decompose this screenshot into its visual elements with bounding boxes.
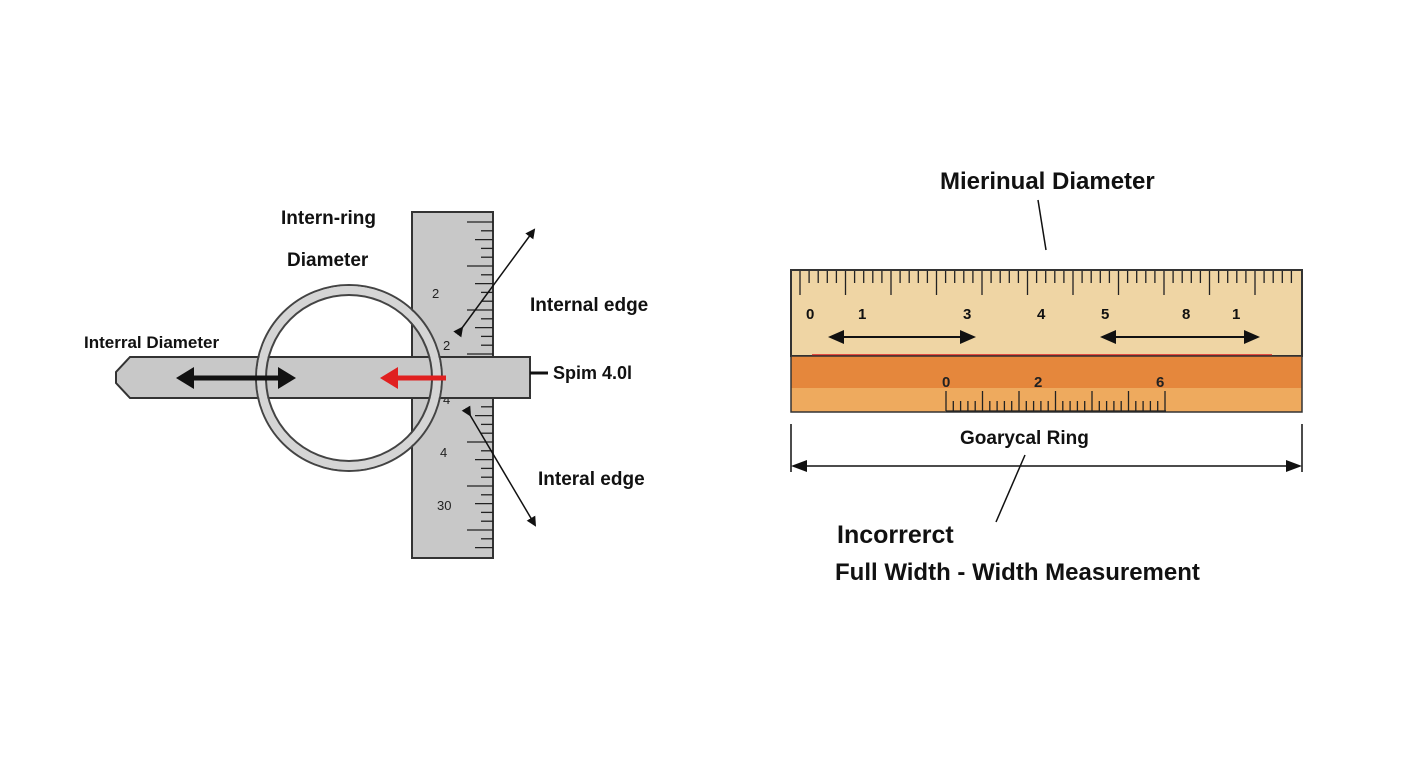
- title-pointer-line: [1037, 199, 1047, 251]
- red-arrow: [380, 367, 446, 389]
- band-number: 2: [1034, 374, 1042, 391]
- vruler-number: 2: [432, 286, 439, 301]
- full-width-label: Full Width - Width Measurement: [835, 559, 1200, 586]
- band-number: 0: [942, 374, 950, 391]
- ruler-number: 8: [1182, 306, 1190, 323]
- right-title: Mierinual Diameter: [940, 168, 1155, 195]
- ring-band-ticks: [945, 391, 1166, 412]
- horizontal-probe-bar: [115, 356, 548, 399]
- ring-label: Goarycal Ring: [960, 428, 1089, 449]
- edge-pointer-arrows: [453, 228, 537, 527]
- internal-edge-bottom-label: Interal edge: [538, 469, 645, 490]
- vruler-number: 4: [443, 392, 450, 407]
- ruler-arrows: [828, 330, 1260, 344]
- incorrect-pointer-line: [995, 454, 1026, 523]
- ruler-number: 1: [1232, 306, 1240, 323]
- vruler-number: 2: [443, 338, 450, 353]
- incorrect-label: Incorrerct: [837, 521, 954, 549]
- wooden-ruler-ticks: [799, 271, 1293, 295]
- spim-label: Spim 4.0l: [553, 363, 633, 383]
- ruler-number: 4: [1037, 306, 1046, 323]
- interral-diameter-label: Interral Diameter: [84, 333, 220, 352]
- left-title-line2: Diameter: [287, 250, 369, 271]
- ruler-number: 5: [1101, 306, 1109, 323]
- internal-diameter-arrow: [176, 367, 296, 389]
- vruler-number: 30: [437, 498, 451, 513]
- wooden-ruler-numbers: 0 1 3 4 5 8 1: [806, 306, 1240, 323]
- ring-band: 0 2 6: [790, 355, 1303, 413]
- band-number: 6: [1156, 374, 1164, 391]
- ruler-number: 1: [858, 306, 866, 323]
- wooden-ruler: 0 1 3 4 5 8 1: [790, 269, 1303, 357]
- full-width-dimension: [790, 424, 1303, 472]
- ruler-number: 0: [806, 306, 814, 323]
- left-title-line1: Intern-ring: [281, 208, 376, 229]
- internal-edge-top-label: Internal edge: [530, 295, 649, 316]
- vruler-number: 4: [440, 445, 447, 460]
- ruler-number: 3: [963, 306, 971, 323]
